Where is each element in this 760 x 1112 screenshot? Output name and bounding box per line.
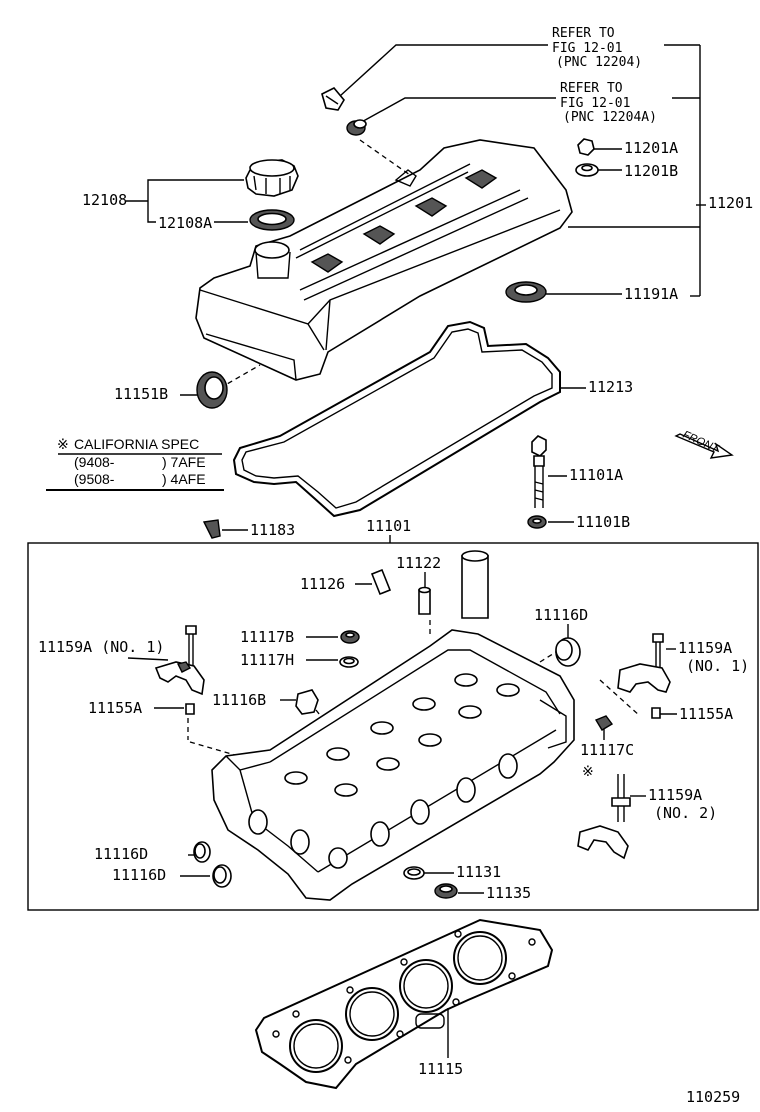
plug-11116D-a	[193, 841, 211, 863]
label-11183: 11183	[250, 521, 295, 539]
head-bolt-11101A	[531, 435, 547, 508]
label-11155A-right: 11155A	[679, 705, 733, 723]
bearing-cap-no2	[577, 774, 631, 860]
figure-number: 110259	[686, 1088, 740, 1106]
gasket-12108A	[249, 209, 295, 231]
california-row1-engine: ) 7AFE	[162, 454, 206, 470]
washer-11101B	[527, 515, 547, 529]
bearing-cap-left	[154, 625, 205, 696]
california-row2-engine: ) 4AFE	[162, 471, 206, 487]
label-11159A-no2-no: (NO. 2)	[654, 804, 717, 822]
label-11101B: 11101B	[576, 513, 630, 531]
head-gasket-11115	[254, 918, 554, 1090]
label-11101A: 11101A	[569, 466, 623, 484]
valve-cavities	[284, 673, 520, 797]
plug-11116B	[295, 689, 319, 715]
cylinder-head-body	[211, 629, 575, 901]
label-11101: 11101	[366, 517, 411, 535]
washer-11201B	[575, 163, 599, 177]
pcv-valve-part	[321, 87, 345, 111]
tube-part	[461, 550, 489, 619]
pin-11155A-right	[651, 707, 661, 719]
front-label: FRONT	[681, 429, 722, 456]
seal-11135	[434, 883, 458, 899]
valve-guide-11122	[418, 586, 431, 615]
label-11116D-top: 11116D	[534, 606, 588, 624]
plug-11116D-top	[555, 637, 581, 667]
ref-note-2: REFER TO FIG 12-01 (PNC 12204A)	[560, 81, 657, 125]
ref-note-1: REFER TO FIG 12-01 (PNC 12204)	[552, 26, 642, 70]
label-11115: 11115	[418, 1060, 463, 1078]
seal-11131	[403, 866, 425, 880]
label-11201B: 11201B	[624, 162, 678, 180]
label-12108A: 12108A	[158, 214, 212, 232]
label-11151B: 11151B	[114, 385, 168, 403]
label-12108: 12108	[82, 191, 127, 209]
pin-11155A-left	[185, 703, 195, 715]
bearing-cap-right	[617, 633, 671, 693]
plug-11116D-b	[212, 864, 232, 888]
label-11117B: 11117B	[240, 628, 294, 646]
part-11126	[370, 568, 392, 596]
label-11213: 11213	[588, 378, 633, 396]
label-11155A-left: 11155A	[88, 699, 142, 717]
label-11201A: 11201A	[624, 139, 678, 157]
label-11122: 11122	[396, 554, 441, 572]
asterisk-mark-california: ※	[57, 436, 69, 452]
label-11117H: 11117H	[240, 651, 294, 669]
ref1-line3: (PNC 12204)	[556, 55, 642, 70]
label-11191A: 11191A	[624, 285, 678, 303]
seal-11117H	[339, 656, 359, 668]
label-11159A-right-no: (NO. 1)	[686, 657, 749, 675]
label-11201: 11201	[708, 194, 753, 212]
leader-lines	[126, 44, 706, 1058]
cylinder-head-frame	[27, 542, 759, 911]
oil-filler-cap	[245, 159, 299, 197]
label-11116D-b: 11116D	[112, 866, 166, 884]
grommet-part	[346, 119, 367, 136]
front-arrow: FRONT	[674, 429, 734, 459]
pin-11183	[202, 519, 221, 539]
seal-11117B	[340, 630, 360, 644]
asterisk-mark-11159A: ※	[582, 763, 594, 779]
cylinder-head-cover	[195, 139, 573, 381]
california-title: CALIFORNIA SPEC	[74, 436, 199, 452]
nut-11201A	[577, 138, 595, 156]
ref2-line2: FIG 12-01	[560, 96, 630, 111]
front-arrow-shape	[674, 433, 734, 459]
label-11116B: 11116B	[212, 691, 266, 709]
ports	[248, 753, 518, 869]
seal-11151B	[196, 371, 228, 409]
plug-11117C	[594, 715, 614, 731]
california-spec-note: CALIFORNIA SPEC (9408- ) 7AFE (9508- ) 4…	[46, 436, 224, 491]
label-11159A-no2: 11159A	[648, 786, 702, 804]
label-11116D-a: 11116D	[94, 845, 148, 863]
ref2-line1: REFER TO	[560, 81, 623, 96]
ref1-line1: REFER TO	[552, 26, 615, 41]
ref2-line3: (PNC 12204A)	[563, 110, 657, 125]
ref1-line2: FIG 12-01	[552, 41, 622, 56]
label-11126: 11126	[300, 575, 345, 593]
california-row2-range: (9508-	[74, 471, 115, 487]
seal-washer-11191A	[505, 281, 547, 303]
label-11159A-right: 11159A	[678, 639, 732, 657]
label-11159A-no1-left: 11159A (NO. 1)	[38, 638, 164, 656]
plug-holes	[310, 169, 498, 273]
california-row1-range: (9408-	[74, 454, 115, 470]
label-11117C: 11117C	[580, 741, 634, 759]
label-11131: 11131	[456, 863, 501, 881]
label-11135: 11135	[486, 884, 531, 902]
cover-gasket-11213	[232, 320, 561, 518]
